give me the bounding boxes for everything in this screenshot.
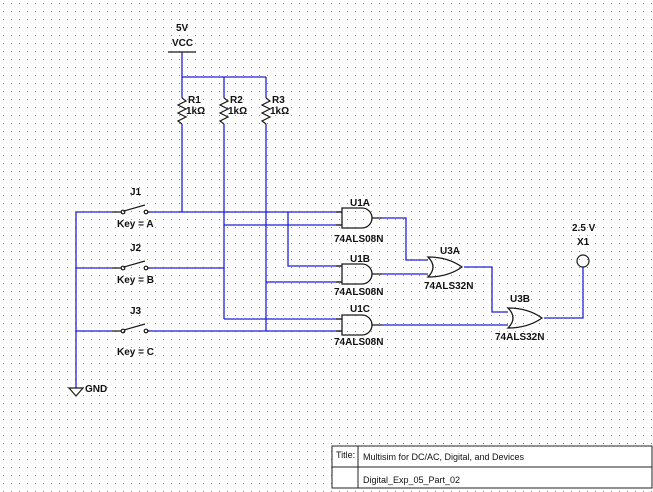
vcc-net-label: VCC <box>172 38 193 49</box>
probe-icon <box>576 254 590 268</box>
switch-lever-icon <box>123 204 146 212</box>
switch-j1[interactable]: J1 Key = A <box>112 187 154 230</box>
resistor-icon <box>218 97 230 125</box>
gate-part: 74ALS32N <box>424 281 473 292</box>
switch-lever-icon <box>123 260 146 268</box>
switch-key-label: Key = C <box>117 347 154 358</box>
ground-label: GND <box>85 384 107 395</box>
vcc-voltage-label: 5V <box>176 23 189 34</box>
gate-ref: U3B <box>510 294 530 305</box>
gate-u3b[interactable]: U3B 74ALS32N <box>495 294 544 343</box>
gate-ref: U1B <box>350 254 370 265</box>
switch-lever-icon <box>123 323 146 331</box>
gate-ref: U3A <box>440 246 460 257</box>
gate-part: 74ALS08N <box>334 234 383 245</box>
ground-icon <box>67 387 85 397</box>
gate-u3a[interactable]: U3A 74ALS32N <box>424 246 473 292</box>
gate-ref: U1A <box>350 198 370 209</box>
gate-u1c[interactable]: U1C 74ALS08N <box>334 304 383 348</box>
or-gate-icon <box>426 256 464 278</box>
switch-ref: J1 <box>130 187 142 198</box>
and-gate-icon <box>341 263 373 285</box>
title-text: Multisim for DC/AC, Digital, and Devices <box>363 452 525 462</box>
resistor-ref: R2 <box>230 95 243 106</box>
switch-key-label: Key = B <box>117 275 154 286</box>
resistor-ref: R1 <box>188 95 201 106</box>
ground[interactable]: GND <box>67 384 107 397</box>
and-gate-icon <box>341 314 373 336</box>
gate-part: 74ALS32N <box>495 332 544 343</box>
title-label: Title: <box>336 450 355 460</box>
resistor-value: 1kΩ <box>228 106 247 117</box>
or-gate-icon <box>506 307 544 329</box>
resistor-value: 1kΩ <box>186 106 205 117</box>
resistor-ref: R3 <box>272 95 285 106</box>
subtitle-text: Digital_Exp_05_Part_02 <box>363 475 460 485</box>
gate-u1a[interactable]: U1A 74ALS08N <box>334 198 383 245</box>
switch-key-label: Key = A <box>117 219 154 230</box>
resistor-r2[interactable]: R2 1kΩ <box>218 95 247 125</box>
switch-ref: J3 <box>130 306 142 317</box>
gate-u1b[interactable]: U1B 74ALS08N <box>334 254 383 298</box>
probe-ref: X1 <box>577 237 590 248</box>
resistor-icon <box>260 97 272 125</box>
title-block: Title: Multisim for DC/AC, Digital, and … <box>331 445 653 489</box>
resistor-r1[interactable]: R1 1kΩ <box>176 95 205 125</box>
wires <box>75 52 584 388</box>
resistor-r3[interactable]: R3 1kΩ <box>260 95 289 125</box>
switch-j3[interactable]: J3 Key = C <box>112 306 154 358</box>
probe-voltage: 2.5 V <box>572 223 596 234</box>
switch-j2[interactable]: J2 Key = B <box>112 243 154 286</box>
gate-part: 74ALS08N <box>334 287 383 298</box>
switch-ref: J2 <box>130 243 142 254</box>
resistor-value: 1kΩ <box>270 106 289 117</box>
and-gate-icon <box>341 207 373 229</box>
resistor-icon <box>176 97 188 125</box>
gate-part: 74ALS08N <box>334 337 383 348</box>
gate-ref: U1C <box>350 304 370 315</box>
vcc-supply[interactable]: 5V VCC <box>168 23 196 53</box>
probe-x1[interactable]: 2.5 V X1 <box>572 223 596 268</box>
